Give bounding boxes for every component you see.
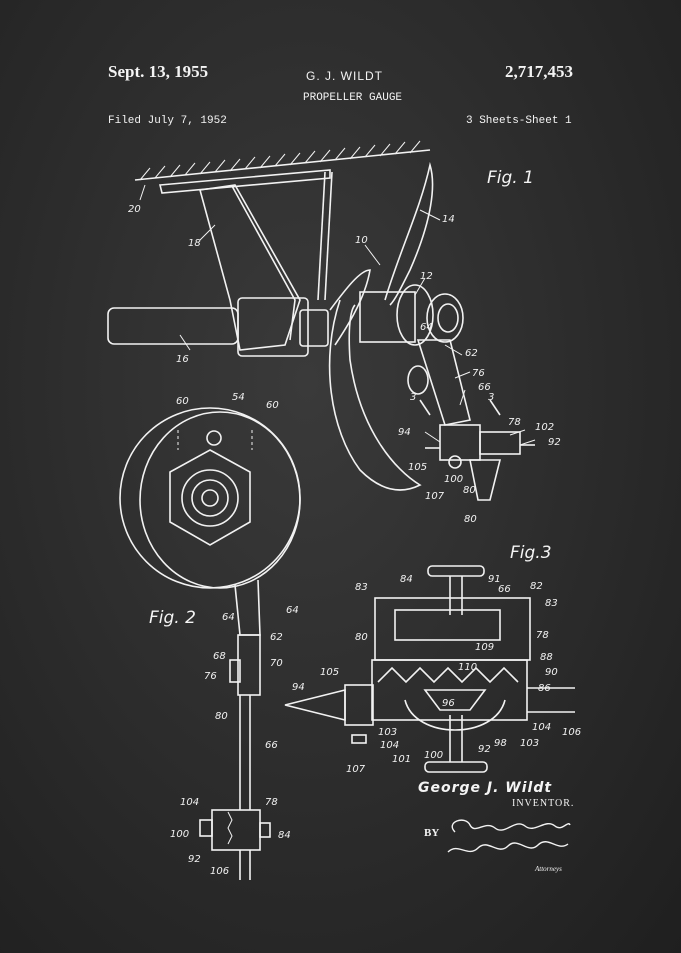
reference-numeral: 96 xyxy=(442,698,455,709)
reference-numeral: 100 xyxy=(444,474,463,485)
reference-numeral: 78 xyxy=(265,797,278,808)
reference-numeral: 3 xyxy=(488,392,494,403)
reference-numeral: 109 xyxy=(475,642,494,653)
reference-numeral: 12 xyxy=(420,271,433,282)
reference-numeral: 80 xyxy=(215,711,228,722)
reference-numeral: 62 xyxy=(270,632,283,643)
reference-numeral: 18 xyxy=(188,238,201,249)
sheet-count: 3 Sheets-Sheet 1 xyxy=(466,115,572,127)
reference-numeral: 66 xyxy=(265,740,278,751)
patent-number: 2,717,453 xyxy=(505,62,573,81)
reference-numeral: 10 xyxy=(355,235,368,246)
reference-numeral: 16 xyxy=(176,354,189,365)
patent-title: PROPELLER GAUGE xyxy=(303,92,403,104)
reference-numeral: 107 xyxy=(346,764,366,775)
reference-numeral: 94 xyxy=(398,427,411,438)
reference-numeral: 90 xyxy=(545,667,558,678)
reference-numeral: 110 xyxy=(458,662,477,673)
reference-numeral: 66 xyxy=(498,584,511,595)
fig2-label: Fig. 2 xyxy=(149,608,196,628)
reference-numeral: 88 xyxy=(540,652,553,663)
reference-numeral: 64 xyxy=(420,322,433,333)
reference-numeral: 106 xyxy=(562,727,581,738)
reference-numeral: 86 xyxy=(538,683,551,694)
reference-numeral: 14 xyxy=(442,214,455,225)
reference-numeral: 92 xyxy=(548,437,561,448)
inventor-header: G. J. WILDT xyxy=(306,69,383,83)
reference-numeral: 78 xyxy=(508,417,521,428)
reference-numeral: 68 xyxy=(213,651,226,662)
reference-numeral: 91 xyxy=(488,574,501,585)
reference-numeral: 104 xyxy=(380,740,399,751)
reference-numeral: 105 xyxy=(320,667,339,678)
reference-numeral: 98 xyxy=(494,738,507,749)
reference-numeral: 70 xyxy=(270,658,283,669)
attorney-signature xyxy=(447,819,571,853)
reference-numeral: 78 xyxy=(536,630,549,641)
reference-numeral: 103 xyxy=(520,738,539,749)
reference-numeral: 105 xyxy=(408,462,427,473)
by-label: BY xyxy=(424,827,440,839)
reference-numeral: 54 xyxy=(232,392,245,403)
fig2-drawing xyxy=(119,407,301,880)
reference-numeral: 62 xyxy=(465,348,478,359)
reference-numeral: 100 xyxy=(424,750,443,761)
reference-numeral: 103 xyxy=(378,727,397,738)
reference-numeral: 20 xyxy=(128,204,141,215)
reference-numeral: 60 xyxy=(266,400,279,411)
reference-numeral: 64 xyxy=(286,605,299,616)
fig3-label: Fig.3 xyxy=(510,543,552,563)
reference-numeral: 3 xyxy=(410,392,416,403)
reference-numeral: 84 xyxy=(400,574,413,585)
patent-date: Sept. 13, 1955 xyxy=(108,62,209,81)
reference-numeral: 102 xyxy=(535,422,554,433)
reference-numeral: 94 xyxy=(292,682,305,693)
inventor-name: George J. Wildt xyxy=(418,780,553,796)
fig1-label: Fig. 1 xyxy=(487,168,534,188)
reference-numeral: 92 xyxy=(478,744,491,755)
reference-numeral: 80 xyxy=(464,514,477,525)
reference-numeral: 82 xyxy=(530,581,543,592)
reference-numeral: 83 xyxy=(545,598,558,609)
reference-numeral: 76 xyxy=(204,671,217,682)
reference-numeral: 107 xyxy=(425,491,445,502)
reference-numeral: 84 xyxy=(278,830,291,841)
reference-numeral: 60 xyxy=(176,396,189,407)
reference-numeral: 92 xyxy=(188,854,201,865)
inventor-role: INVENTOR. xyxy=(512,798,575,809)
reference-numeral: 76 xyxy=(472,368,485,379)
reference-numeral: 101 xyxy=(392,754,411,765)
attorneys-label: Attorneys xyxy=(535,865,562,873)
reference-numeral: 104 xyxy=(532,722,551,733)
reference-numeral: 64 xyxy=(222,612,235,623)
reference-numeral: 83 xyxy=(355,582,368,593)
reference-numeral: 66 xyxy=(478,382,491,393)
fig3-drawing xyxy=(284,565,575,773)
fig1-drawing xyxy=(107,140,536,501)
reference-numeral: 100 xyxy=(170,829,189,840)
reference-numeral: 106 xyxy=(210,866,229,877)
reference-numeral: 80 xyxy=(463,485,476,496)
reference-numeral: 80 xyxy=(355,632,368,643)
reference-numeral: 104 xyxy=(180,797,199,808)
reference-numerals: 20 18 16 10 14 12 64 62 76 66 3 3 78 102… xyxy=(128,204,581,877)
filed-date: Filed July 7, 1952 xyxy=(108,115,227,127)
